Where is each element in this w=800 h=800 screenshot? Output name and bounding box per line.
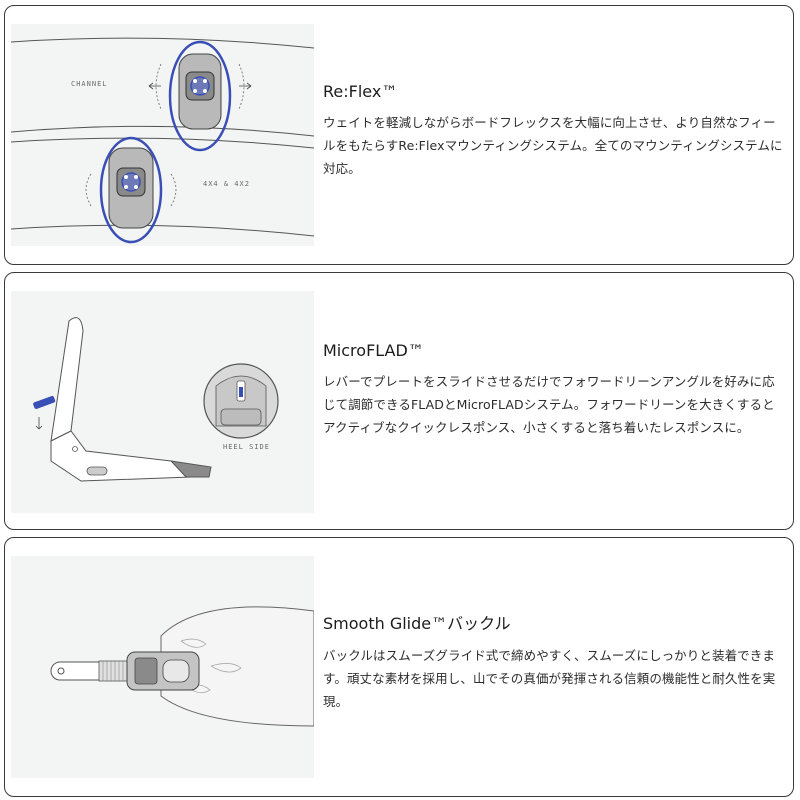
channel-label: CHANNEL (71, 80, 108, 88)
binding-bottom-icon (85, 136, 177, 244)
buckle-diagram (50, 606, 314, 727)
feature-card-smooth-glide: Smooth Glide™バックル バックルはスムーズグライド式で締めやすく、ス… (4, 537, 794, 797)
buckle-icon (50, 606, 314, 727)
microflad-diagram: HEEL SIDE (33, 317, 279, 482)
binding-top-icon (148, 40, 252, 152)
feature-text: Re:Flex™ ウェイトを軽減しながらボードフレックスを大幅に向上させ、より自… (323, 82, 783, 180)
microflad-illustration: HEEL SIDE (11, 291, 314, 513)
feature-card-reflex: CHANNEL 4X4 & 4X2 Re:Flex™ ウェイトを軽減しながらボー… (4, 5, 794, 265)
buckle-illustration (11, 556, 314, 778)
feature-text: Smooth Glide™バックル バックルはスムーズグライド式で締めやすく、ス… (323, 610, 783, 713)
feature-text: MicroFLAD™ レバーでプレートをスライドさせるだけでフォワードリーンアン… (323, 341, 783, 439)
feature-title: Re:Flex™ (323, 82, 398, 101)
highback-icon (33, 317, 212, 482)
feature-title: Smooth Glide™バックル (323, 614, 511, 633)
reflex-illustration: CHANNEL 4X4 & 4X2 (11, 24, 314, 246)
4x4-label: 4X4 & 4X2 (203, 180, 250, 188)
heel-zoom-icon (203, 363, 279, 439)
reflex-diagram: CHANNEL 4X4 & 4X2 (11, 37, 314, 244)
feature-title: MicroFLAD™ (323, 341, 424, 360)
heel-side-label: HEEL SIDE (223, 443, 270, 451)
feature-card-microflad: HEEL SIDE MicroFLAD™ レバーでプレートをスライドさせるだけで… (4, 272, 794, 530)
feature-description: レバーでプレートをスライドさせるだけでフォワードリーンアングルを好みに応じて調節… (323, 374, 775, 435)
feature-description: バックルはスムーズグライド式で締めやすく、スムーズにしっかりと装着できます。頑丈… (323, 648, 776, 709)
feature-description: ウェイトを軽減しながらボードフレックスを大幅に向上させ、より自然なフィールをもた… (323, 115, 783, 176)
